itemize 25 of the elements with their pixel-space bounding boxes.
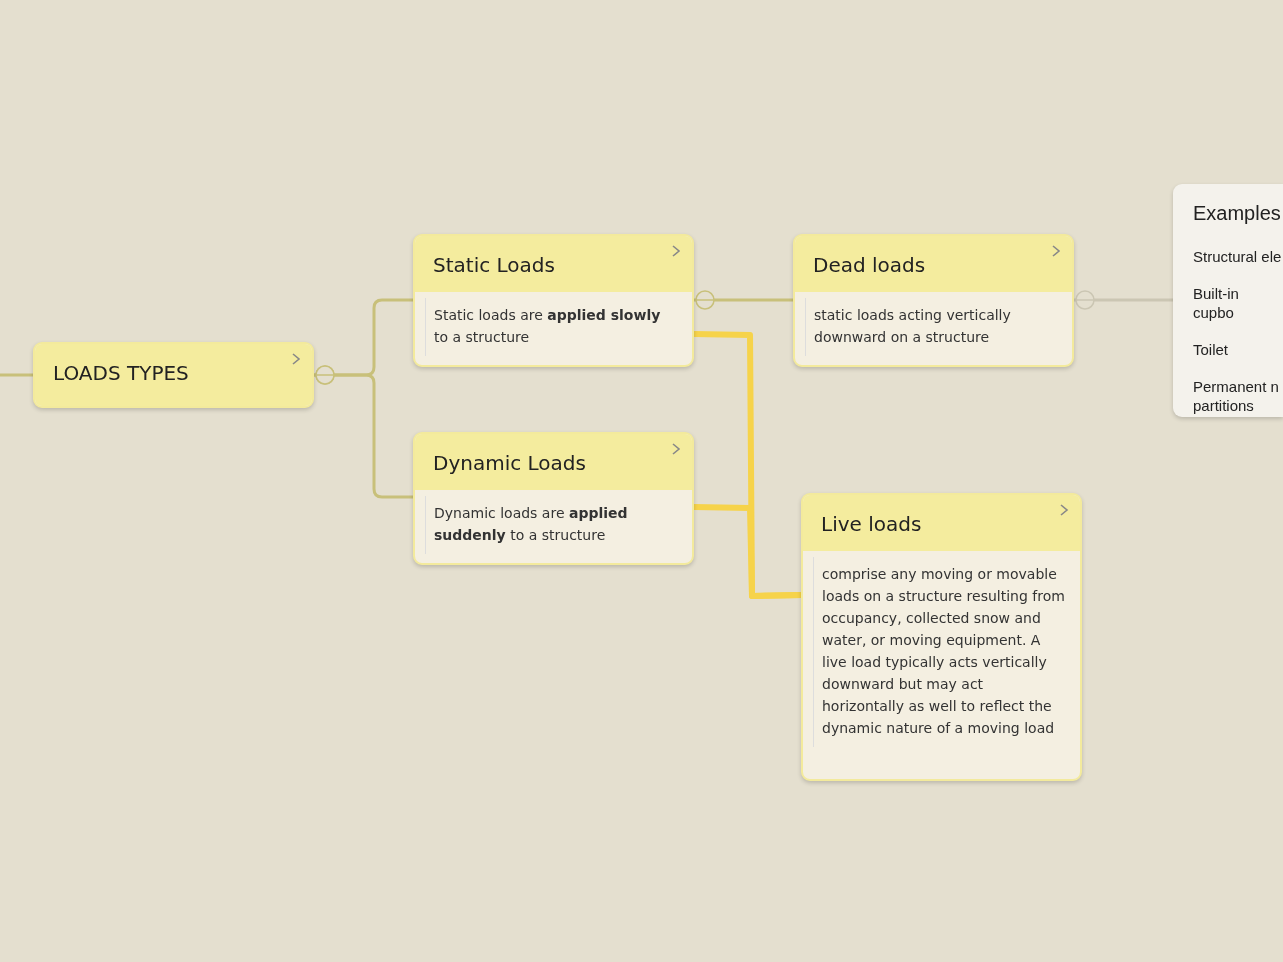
connector-line xyxy=(693,504,802,599)
list-item: Built-in cupbo xyxy=(1193,284,1240,322)
list-item: Structural ele xyxy=(1193,247,1283,266)
connector-line xyxy=(0,373,33,377)
topic-card xyxy=(33,342,314,408)
topic-card xyxy=(413,432,694,565)
list-card xyxy=(1173,184,1283,417)
list-item: Toilet xyxy=(1193,340,1230,359)
connector-line xyxy=(1074,290,1173,310)
card-description: Dynamic loads are applied suddenly to a structure xyxy=(425,496,682,554)
card-title: Dead loads xyxy=(813,253,926,277)
card-description: static loads acting vertically downward on a structure xyxy=(805,298,1062,356)
topic-card xyxy=(801,493,1082,781)
card-description: Static loads are applied slowly to a structure xyxy=(425,298,682,356)
topic-card xyxy=(413,234,694,367)
connector-line xyxy=(314,365,413,499)
card-title: Static Loads xyxy=(433,253,555,277)
card-title: Live loads xyxy=(821,512,922,536)
card-description: comprise any moving or movable loads on a structure resulting from occupancy, collected snow and water, or moving equipment. A live load typically acts vertically downward but may act horizontally as well to reflect the dynamic nature of a moving load xyxy=(813,557,1070,747)
topic-card xyxy=(793,234,1074,367)
list-item: Permanent n partitions xyxy=(1193,377,1280,415)
card-title: Examples xyxy=(1193,202,1282,225)
card-title: LOADS TYPES xyxy=(53,361,189,385)
connector-line xyxy=(694,290,793,310)
card-title: Dynamic Loads xyxy=(433,451,586,475)
